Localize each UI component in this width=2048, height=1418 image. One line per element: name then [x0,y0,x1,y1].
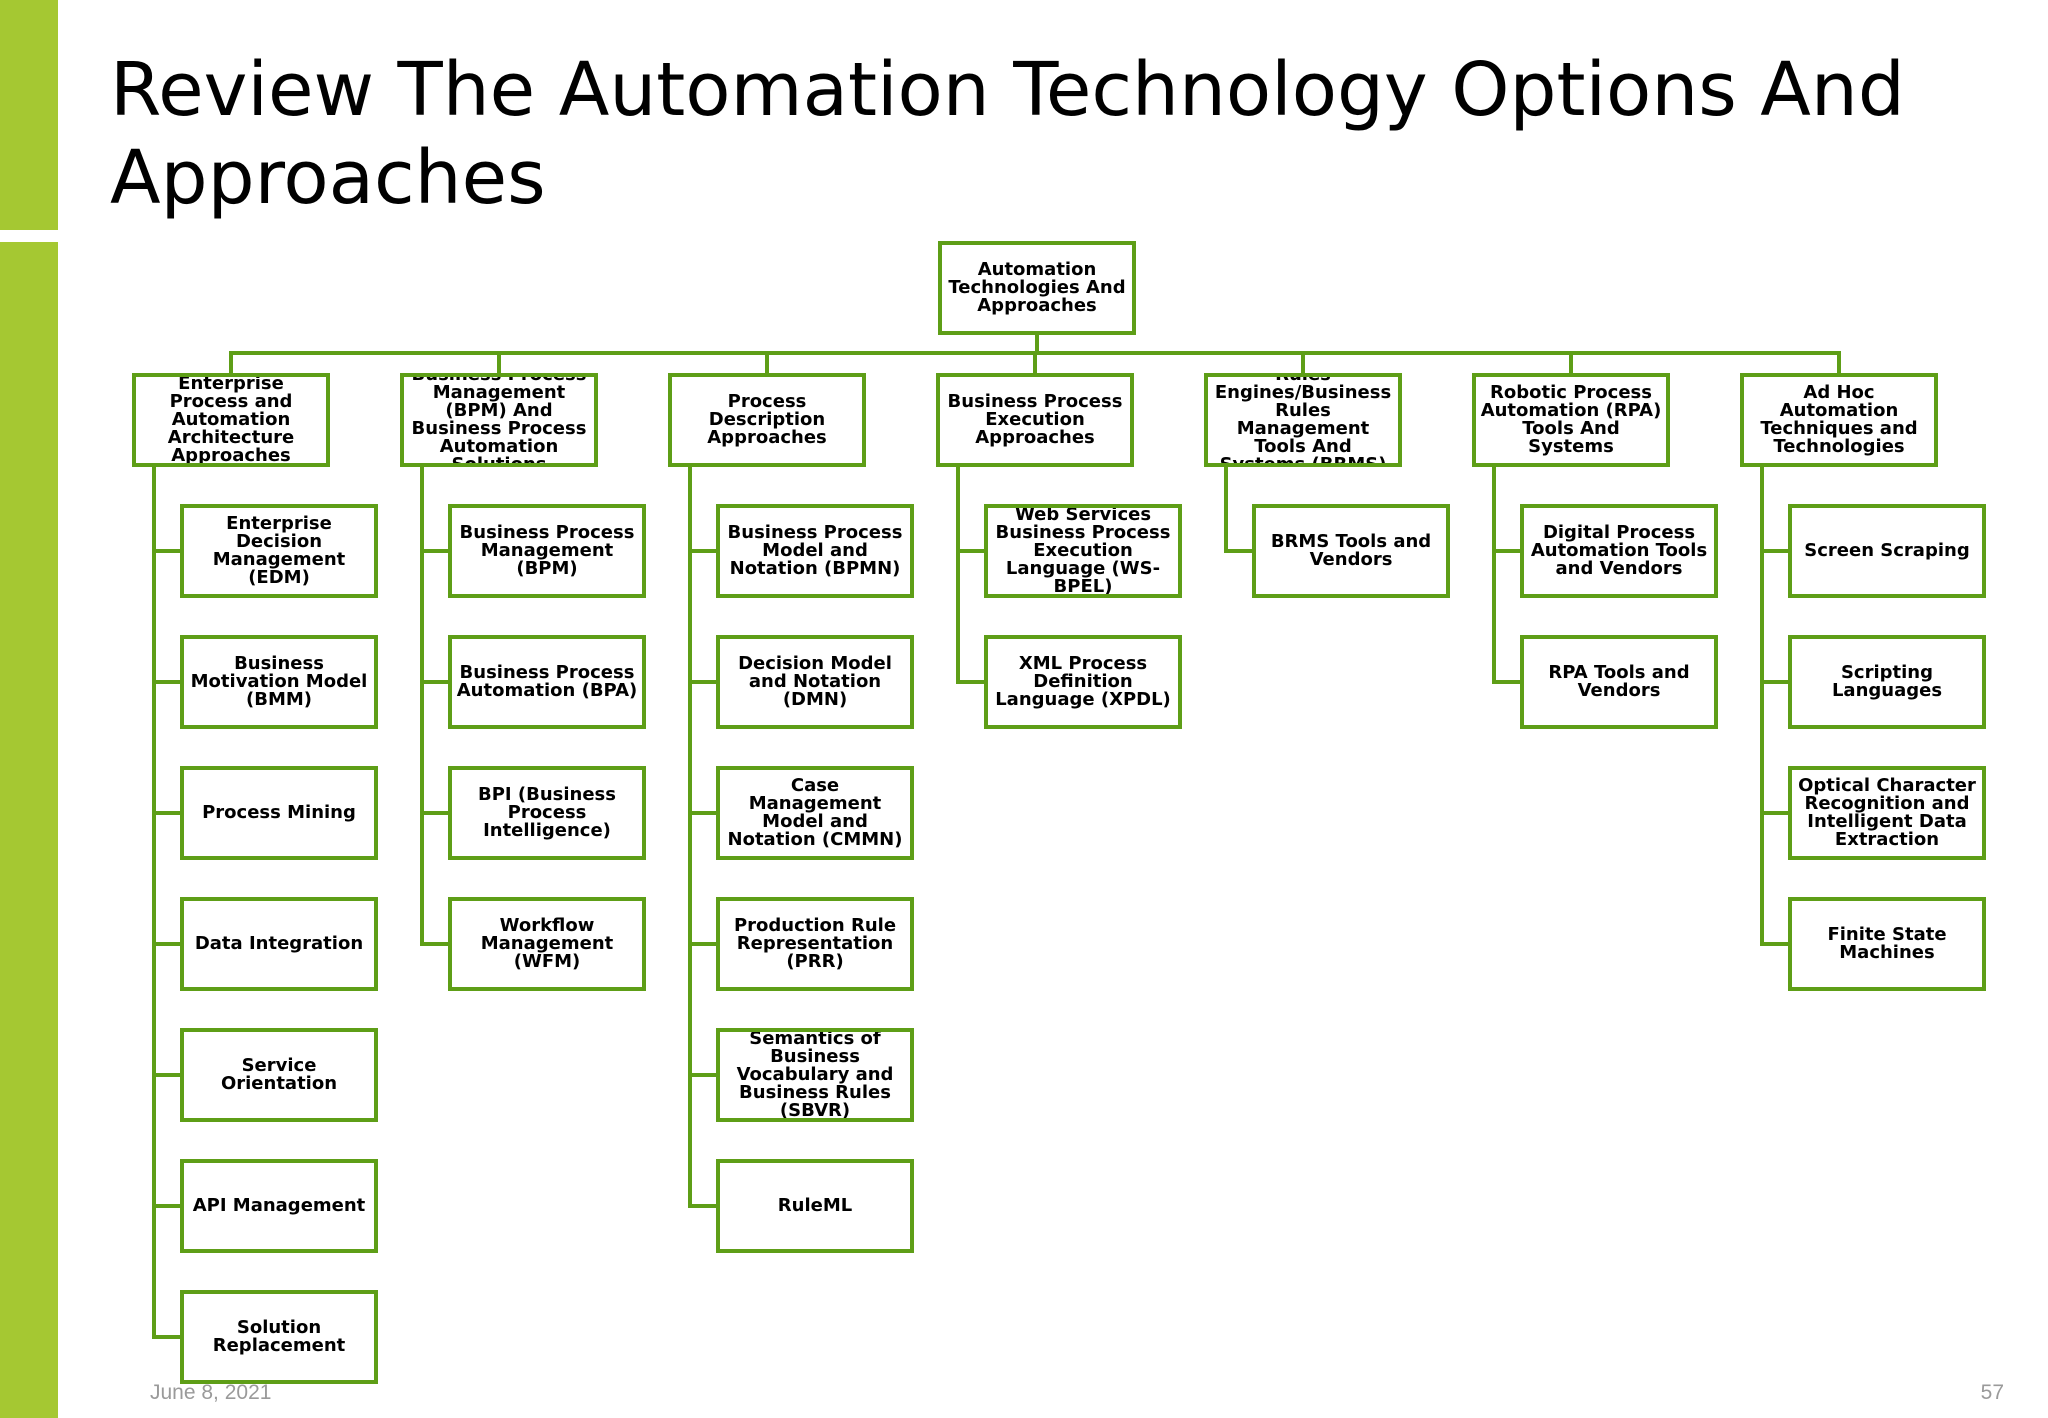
page-number: 57 [1980,1381,2004,1404]
child-node: Optical Character Recognition and Intell… [1788,766,1986,860]
child-node: Business Process Automation (BPA) [448,635,646,729]
footer-date: June 8, 2021 [150,1381,272,1404]
child-node: XML Process Definition Language (XPDL) [984,635,1182,729]
child-node: Finite State Machines [1788,897,1986,991]
child-node: Case Management Model and Notation (CMMN… [716,766,914,860]
category-node: Rules Engines/Business Rules Management … [1204,373,1402,467]
child-node: API Management [180,1159,378,1253]
category-node: Business Process Management (BPM) And Bu… [400,373,598,467]
child-node: Solution Replacement [180,1290,378,1384]
category-node: Process Description Approaches [668,373,866,467]
child-node: Business Process Management (BPM) [448,504,646,598]
child-node: Business Process Model and Notation (BPM… [716,504,914,598]
slide-title: Review The Automation Technology Options… [110,47,1905,221]
child-node: Process Mining [180,766,378,860]
child-node: Business Motivation Model (BMM) [180,635,378,729]
category-node: Enterprise Process and Automation Archit… [132,373,330,467]
child-node: RuleML [716,1159,914,1253]
child-node: BRMS Tools and Vendors [1252,504,1450,598]
child-node: Production Rule Representation (PRR) [716,897,914,991]
child-node: Scripting Languages [1788,635,1986,729]
child-node: Semantics of Business Vocabulary and Bus… [716,1028,914,1122]
child-node: Digital Process Automation Tools and Ven… [1520,504,1718,598]
accent-bar-bottom [0,242,58,1418]
category-node: Ad Hoc Automation Techniques and Technol… [1740,373,1938,467]
child-node: BPI (Business Process Intelligence) [448,766,646,860]
child-node: Web Services Business Process Execution … [984,504,1182,598]
child-node: Enterprise Decision Management (EDM) [180,504,378,598]
child-node: Workflow Management (WFM) [448,897,646,991]
accent-bar-top [0,0,58,230]
child-node: Screen Scraping [1788,504,1986,598]
root-node: Automation Technologies And Approaches [938,241,1136,335]
child-node: Decision Model and Notation (DMN) [716,635,914,729]
child-node: Data Integration [180,897,378,991]
child-node: Service Orientation [180,1028,378,1122]
category-node: Robotic Process Automation (RPA) Tools A… [1472,373,1670,467]
child-node: RPA Tools and Vendors [1520,635,1718,729]
category-node: Business Process Execution Approaches [936,373,1134,467]
